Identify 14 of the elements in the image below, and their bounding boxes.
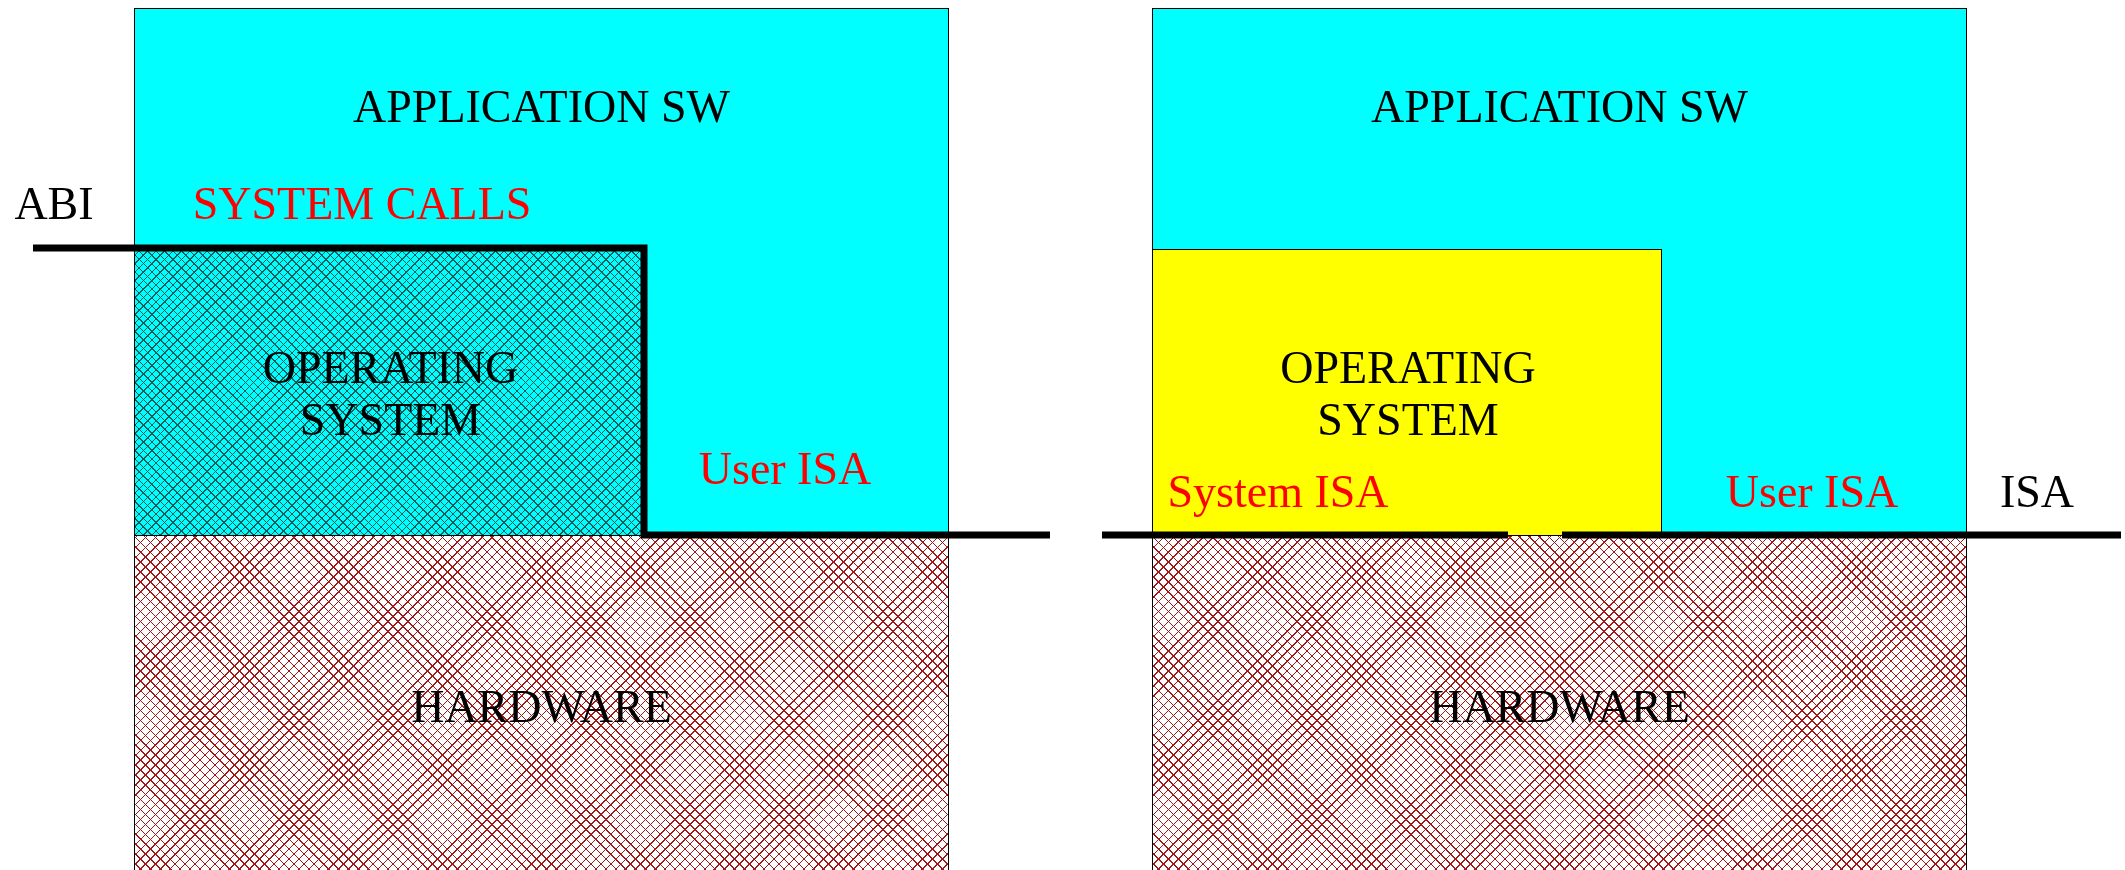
interface-label: ISA [1999, 466, 2075, 518]
interface-label: ABI [14, 178, 94, 230]
layer-label: OPERATING SYSTEM [1279, 342, 1537, 446]
interface-label: User ISA [1725, 466, 1899, 518]
interface-label: System ISA [1167, 466, 1389, 518]
os-layer-box [1152, 249, 1662, 537]
software-layer-box [134, 8, 949, 536]
hardware-layer-box [1152, 535, 1967, 870]
layer-label: APPLICATION SW [1370, 81, 1749, 133]
layer-label: APPLICATION SW [352, 81, 731, 133]
interface-label: SYSTEM CALLS [192, 178, 532, 230]
hardware-layer-box [134, 535, 949, 870]
interface-label: User ISA [698, 443, 872, 495]
software-layer-box [1152, 8, 1967, 536]
